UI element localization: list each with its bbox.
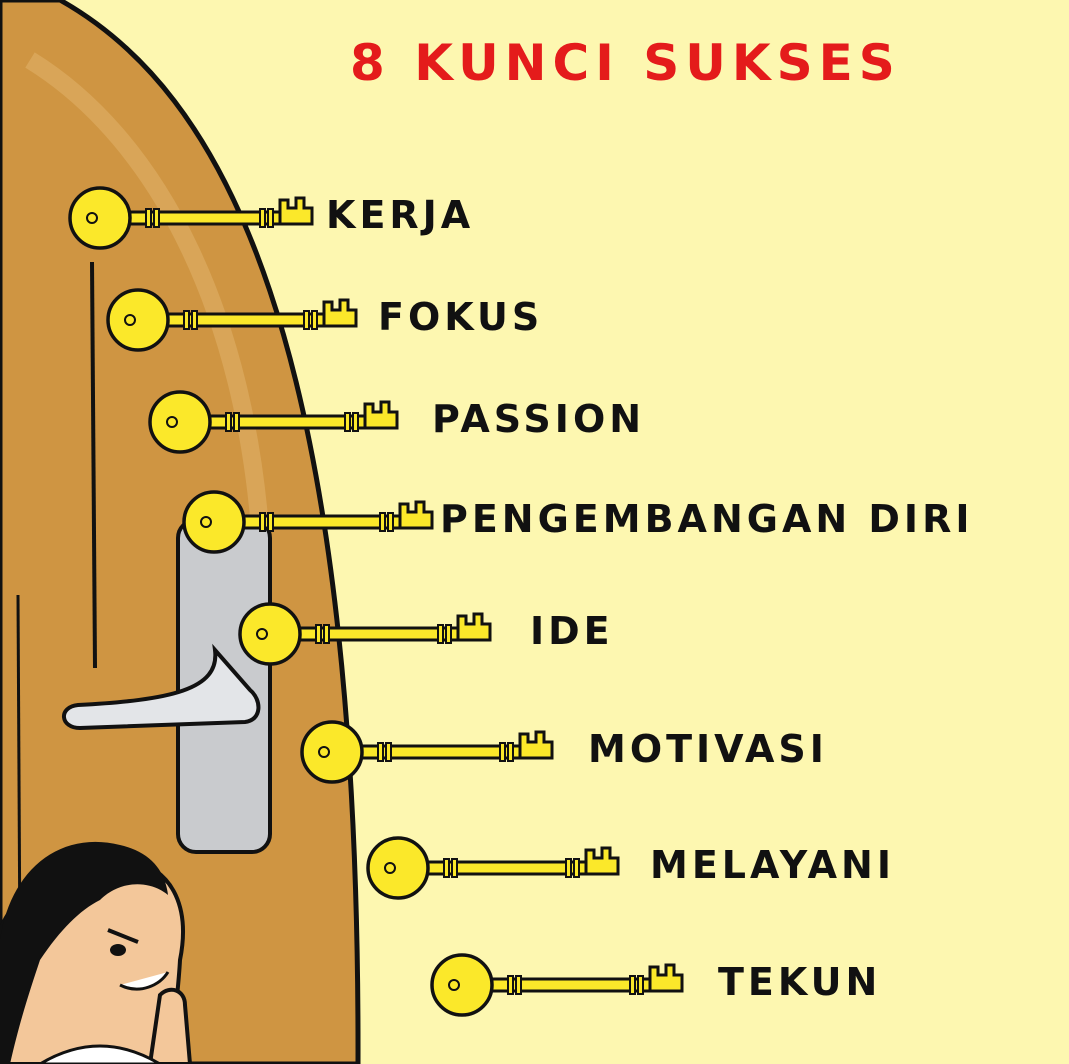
key-label-7: MELAYANI (650, 843, 895, 887)
door-highlight (25, 52, 271, 561)
key-label-2: FOKUS (378, 295, 544, 339)
key-5 (238, 602, 492, 666)
key-label-5: IDE (530, 609, 614, 653)
key-label-3: PASSION (432, 397, 646, 441)
key-3 (148, 390, 399, 454)
keys-layer (68, 186, 684, 1017)
character (0, 841, 193, 1064)
key-8 (430, 953, 684, 1017)
key-7 (366, 836, 620, 900)
key-6 (300, 720, 554, 784)
key-label-6: MOTIVASI (588, 727, 828, 771)
key-label-8: TEKUN (718, 960, 882, 1004)
key-2 (106, 288, 358, 352)
handle-lever (62, 643, 261, 731)
key-1 (68, 186, 314, 250)
key-label-4: PENGEMBANGAN DIRI (440, 497, 974, 541)
page-title: 8 KUNCI SUKSES (350, 34, 901, 92)
key-4 (182, 490, 434, 554)
key-label-1: KERJA (326, 193, 475, 237)
door-groove (90, 261, 97, 669)
